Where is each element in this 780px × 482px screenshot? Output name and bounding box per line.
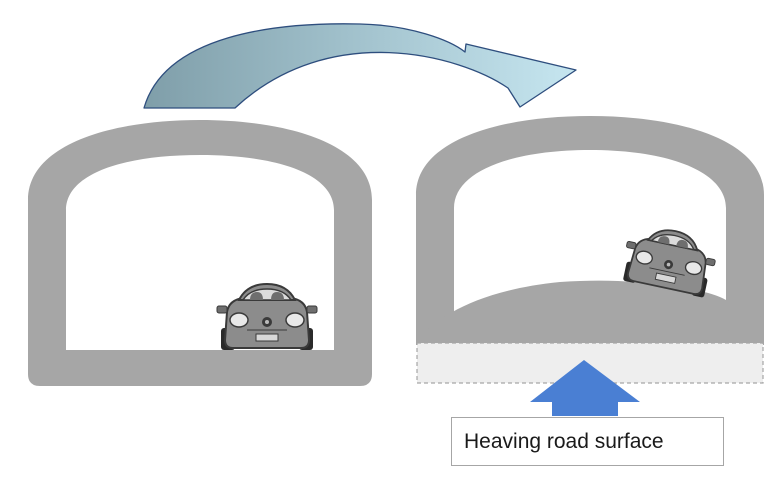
tunnel-before — [28, 120, 372, 386]
caption-box: Heaving road surface — [451, 417, 724, 466]
car-icon — [216, 283, 318, 351]
caption-text: Heaving road surface — [464, 429, 664, 453]
curved-arrow-icon — [143, 23, 577, 109]
up-arrow-icon — [530, 360, 640, 416]
tunnel-after — [416, 116, 764, 345]
